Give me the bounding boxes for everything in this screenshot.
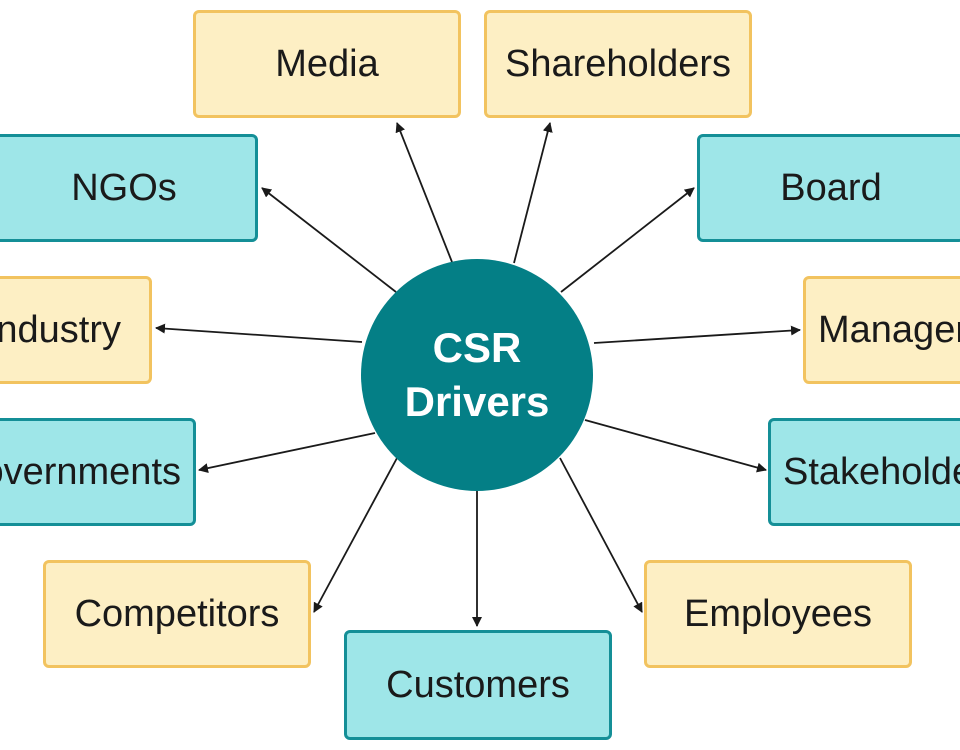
node-ngos-label: NGOs <box>71 166 177 209</box>
node-competitors: Competitors <box>43 560 311 668</box>
hub-title-line2: Drivers <box>404 378 550 425</box>
node-employees-label: Employees <box>684 592 872 635</box>
arrow-to-stakeholders <box>584 419 767 473</box>
arrow-to-board <box>560 187 695 293</box>
node-shareholders-label: Shareholders <box>504 42 732 85</box>
arrow-to-industry <box>155 323 363 343</box>
node-customers-label: Customers <box>386 663 570 706</box>
hub-title-line1: CSR <box>432 324 522 371</box>
node-board: Board <box>697 134 960 242</box>
arrow-to-employees <box>559 457 643 613</box>
node-employees: Employees <box>644 560 912 668</box>
node-industry-label: Industry <box>0 308 121 351</box>
arrow-to-media <box>395 122 453 263</box>
node-management: Management <box>803 276 960 384</box>
arrow-to-shareholders <box>513 122 553 264</box>
node-industry: Industry <box>0 276 152 384</box>
arrow-to-ngos <box>261 187 397 293</box>
arrow-to-competitors <box>313 457 398 613</box>
node-board-label: Board <box>780 166 882 209</box>
node-ngos: NGOs <box>0 134 258 242</box>
csr-drivers-hub: CSR Drivers <box>361 259 593 491</box>
arrow-to-management <box>593 325 801 344</box>
node-media: Media <box>193 10 461 118</box>
node-management-label: Management <box>818 308 960 351</box>
node-stakeholders: Stakeholders <box>768 418 960 526</box>
node-shareholders: Shareholders <box>484 10 752 118</box>
node-customers: Customers <box>344 630 612 740</box>
node-governments-label: Governments <box>0 450 181 493</box>
arrow-to-governments <box>198 432 376 474</box>
node-governments: Governments <box>0 418 196 526</box>
node-competitors-label: Competitors <box>74 592 280 635</box>
node-stakeholders-label: Stakeholders <box>783 450 960 493</box>
node-media-label: Media <box>275 42 379 85</box>
